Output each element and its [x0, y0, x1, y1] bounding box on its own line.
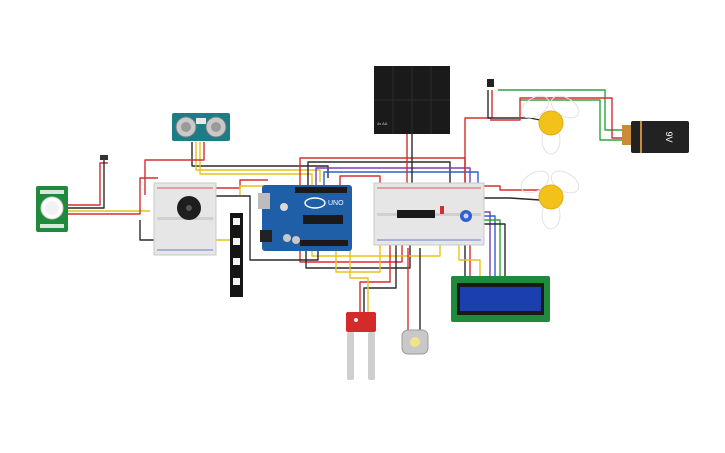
wire-lb-yellow — [215, 232, 233, 241]
wire-soil-black — [363, 242, 397, 312]
wire-lcd-6 — [476, 223, 506, 278]
wire-fan-top-red — [464, 90, 493, 186]
lcd-display — [451, 276, 550, 322]
resistor-led — [440, 206, 444, 214]
buzzer — [177, 196, 201, 220]
wire-lb-black — [215, 195, 319, 261]
wire-top-purple — [315, 167, 471, 186]
wire-pir-red2 — [68, 177, 158, 215]
battery-pack: 4x AA — [374, 66, 450, 134]
wire-pir-red — [68, 162, 108, 206]
wire-green-2 — [520, 99, 625, 141]
fan-top — [520, 95, 580, 155]
fan-bottom — [520, 170, 580, 230]
battery-9v-label: 9V — [664, 131, 674, 142]
wire-fan-top-black — [487, 90, 541, 121]
wire-ultra-3 — [199, 142, 313, 186]
wire-top-blue — [323, 171, 479, 186]
wire-lb-red — [215, 179, 268, 189]
wire-soil-red — [359, 242, 391, 312]
wire-bot-black — [305, 242, 411, 269]
wire-soil-yellow — [349, 250, 369, 312]
wire-top-black — [307, 161, 451, 186]
arduino-uno: UNO — [258, 185, 352, 251]
wire-bot-yellow2 — [335, 242, 381, 273]
soil-moisture-sensor — [346, 312, 376, 380]
led-strip — [230, 213, 243, 297]
wire-fan2-red — [480, 185, 540, 191]
wire-ultra-2 — [195, 142, 321, 182]
battery-pack-label: 4x AA — [377, 121, 388, 126]
pir-sensor — [36, 186, 68, 232]
battery-9v: 9V — [622, 121, 689, 153]
wire-pir-black — [68, 158, 105, 209]
wire-green-1 — [498, 89, 625, 131]
wire-bot-red — [299, 242, 403, 263]
wire-top-red2 — [339, 175, 381, 186]
wire-pir-gray — [139, 220, 158, 241]
dc-motor — [401, 329, 429, 355]
wire-ultra-4 — [144, 142, 205, 195]
pir-connector — [100, 155, 108, 160]
ultrasonic-sensor — [172, 113, 230, 141]
potentiometer — [460, 210, 472, 222]
transistor — [487, 79, 494, 87]
motor-driver-ic — [397, 210, 435, 218]
wire-bot-yellow — [311, 242, 441, 257]
wire-lcd-7 — [458, 240, 481, 278]
wire-fan2-black — [478, 197, 541, 201]
arduino-label: UNO — [328, 200, 344, 207]
